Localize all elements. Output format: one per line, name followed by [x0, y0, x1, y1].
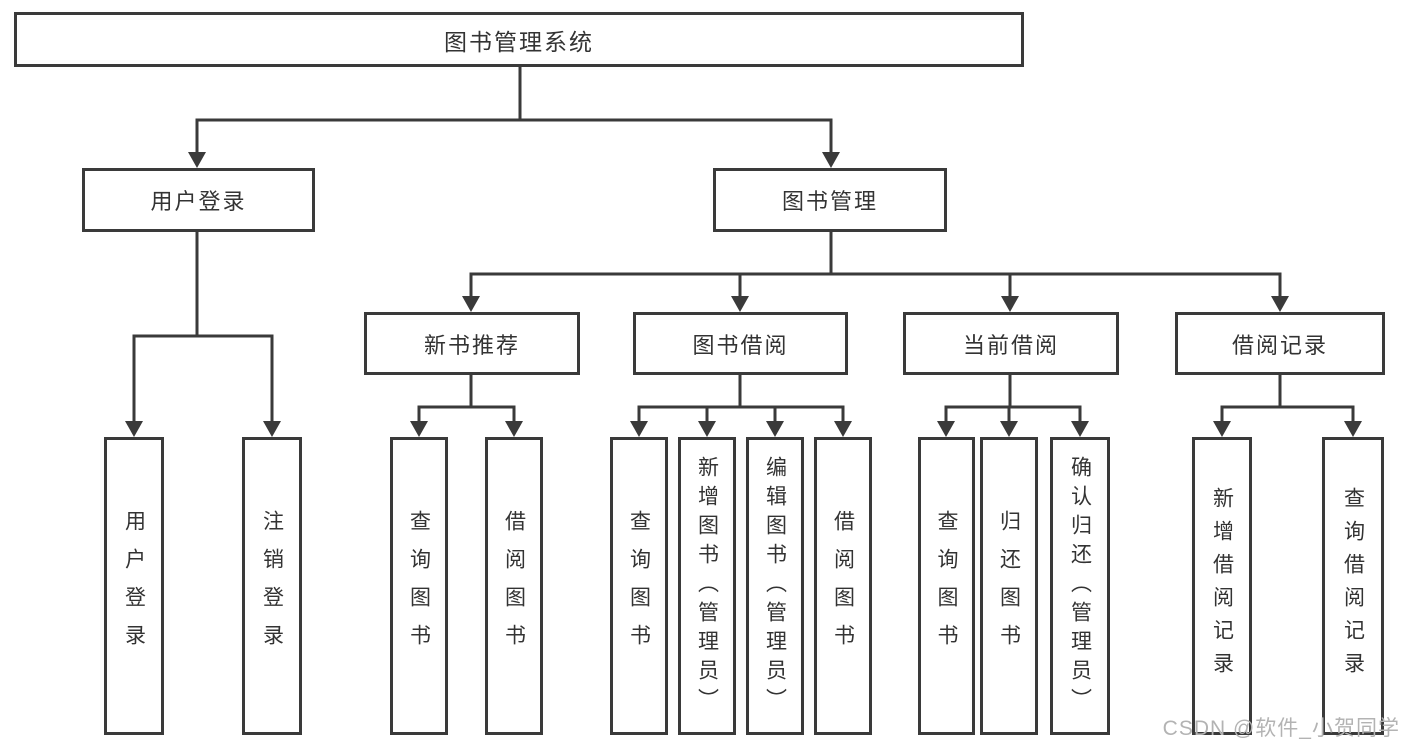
leaf-current-return-books-label: 归还图书	[997, 510, 1021, 662]
leaf-records-add-record: 新增借阅记录	[1192, 437, 1252, 735]
arrowheads	[125, 152, 1362, 437]
leaf-user-login: 用户登录	[104, 437, 164, 735]
leaf-logout-label: 注销登录	[260, 510, 284, 662]
node-book-management-label: 图书管理	[781, 189, 878, 214]
leaf-current-query-books-label: 查询图书	[935, 510, 958, 662]
csdn-watermark: CSDN @软件_小贺同学	[1162, 717, 1400, 740]
leaf-recommend-borrow-books: 借阅图书	[485, 437, 543, 735]
node-book-borrow: 图书借阅	[633, 312, 848, 375]
leaf-current-confirm-return-admin-label: 确认归还（管理员）	[1068, 455, 1092, 717]
leaf-borrow-add-books-admin: 新增图书（管理员）	[678, 437, 736, 735]
node-borrow-records-label: 借阅记录	[1231, 332, 1328, 358]
node-current-borrow: 当前借阅	[903, 312, 1119, 375]
leaf-borrow-query-books-label: 查询图书	[627, 510, 651, 662]
leaf-recommend-borrow-books-label: 借阅图书	[502, 510, 526, 662]
leaf-borrow-edit-books-admin-label: 编辑图书（管理员）	[763, 455, 787, 717]
node-new-book-recommend: 新书推荐	[364, 312, 580, 375]
leaf-borrow-borrow-books: 借阅图书	[814, 437, 872, 735]
node-book-borrow-label: 图书借阅	[692, 332, 789, 358]
node-user-login: 用户登录	[82, 168, 315, 232]
leaf-borrow-add-books-admin-label: 新增图书（管理员）	[695, 455, 719, 717]
node-root: 图书管理系统	[14, 12, 1024, 67]
node-root-label: 图书管理系统	[444, 28, 594, 55]
node-new-book-recommend-label: 新书推荐	[423, 332, 520, 358]
leaf-records-query-record-label: 查询借阅记录	[1341, 487, 1365, 685]
leaf-borrow-edit-books-admin: 编辑图书（管理员）	[746, 437, 804, 735]
leaf-logout: 注销登录	[242, 437, 302, 735]
leaf-recommend-query-books-label: 查询图书	[407, 510, 431, 662]
leaf-user-login-label: 用户登录	[122, 510, 146, 662]
leaf-records-query-record: 查询借阅记录	[1322, 437, 1384, 735]
leaf-current-query-books: 查询图书	[918, 437, 975, 735]
leaf-records-add-record-label: 新增借阅记录	[1210, 487, 1234, 685]
leaf-borrow-query-books: 查询图书	[610, 437, 668, 735]
leaf-current-confirm-return-admin: 确认归还（管理员）	[1050, 437, 1110, 735]
leaf-current-return-books: 归还图书	[980, 437, 1038, 735]
leaf-borrow-borrow-books-label: 借阅图书	[831, 510, 855, 662]
node-borrow-records: 借阅记录	[1175, 312, 1385, 375]
node-book-management: 图书管理	[713, 168, 947, 232]
leaf-recommend-query-books: 查询图书	[390, 437, 448, 735]
node-user-login-label: 用户登录	[150, 189, 247, 214]
node-current-borrow-label: 当前借阅	[962, 332, 1059, 358]
